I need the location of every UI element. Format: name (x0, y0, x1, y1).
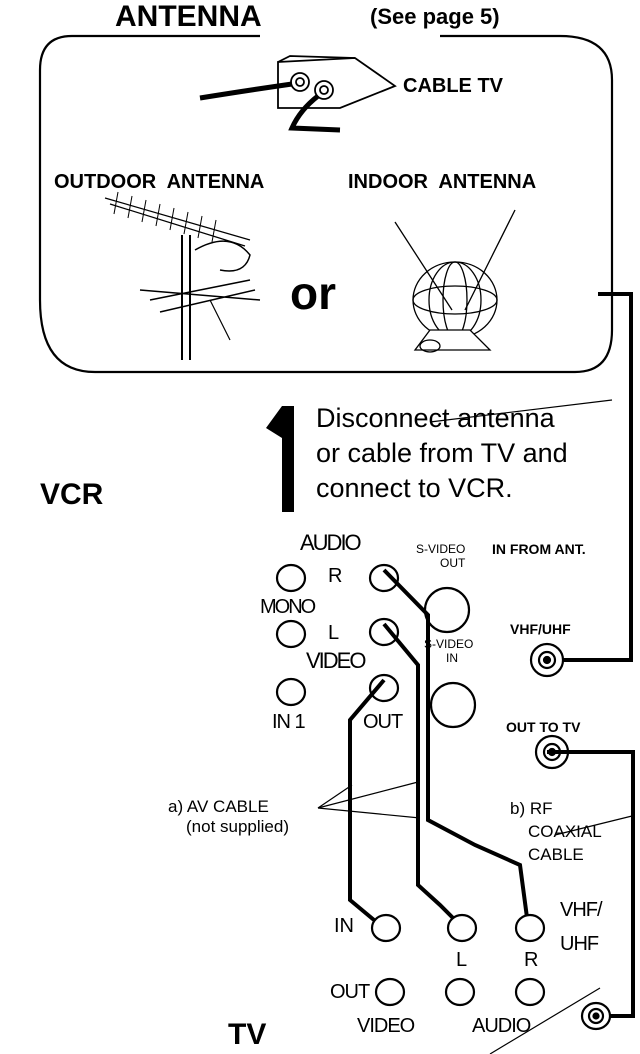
in-from-ant-label: IN FROM ANT. (492, 541, 586, 557)
av-cable-note: (not supplied) (186, 817, 290, 836)
vcr-jacks (275, 563, 570, 770)
indoor-antenna-label: INDOOR ANTENNA (348, 171, 537, 193)
tv-uhf-label: UHF (560, 933, 599, 955)
rf-cable-label-1: b) RF (510, 799, 553, 818)
outdoor-antenna-label: OUTDOOR ANTENNA (54, 171, 265, 193)
svideo-out-sub: OUT (440, 556, 466, 570)
step-line-3: connect to VCR. (316, 473, 513, 503)
tv-leader (489, 987, 601, 1054)
svideo-in-label: S-VIDEO (424, 637, 474, 651)
cable-tv-icon (199, 55, 397, 133)
vcr-mono-label: MONO (260, 596, 316, 618)
or-label: or (290, 267, 336, 319)
page-reference: (See page 5) (370, 4, 500, 29)
tv-jacks (370, 913, 612, 1031)
av-cables (348, 568, 530, 927)
vcr-r-label: R (328, 565, 343, 587)
rf-cable-label-3: CABLE (528, 845, 584, 864)
vcr-video-label: VIDEO (306, 648, 366, 673)
vcr-label: VCR (40, 478, 104, 511)
av-cable-leaders (317, 781, 421, 819)
tv-l-label: L (456, 949, 468, 971)
step-line-1: Disconnect antenna (316, 403, 555, 433)
tv-out-label: OUT (330, 981, 370, 1003)
cable-tv-label: CABLE TV (403, 75, 503, 97)
rf-cable (547, 750, 635, 1018)
outdoor-antenna-icon (104, 191, 261, 360)
vcr-audio-label: AUDIO (300, 530, 362, 555)
antenna-title: ANTENNA (115, 0, 262, 33)
tv-audio-label: AUDIO (472, 1015, 531, 1037)
tv-in-label: IN (334, 915, 354, 937)
av-cable-label: a) AV CABLE (168, 797, 269, 816)
tv-r-label: R (524, 949, 539, 971)
vhf-uhf-label: VHF/UHF (510, 621, 571, 637)
rf-cable-label-2: COAXIAL (528, 822, 602, 841)
step-line-2: or cable from TV and (316, 438, 568, 468)
indoor-antenna-icon (394, 209, 516, 353)
rf-leader (554, 815, 633, 836)
tv-vhf-label: VHF/ (560, 899, 603, 921)
leader-line (429, 399, 613, 423)
tv-label: TV (228, 1018, 267, 1051)
out-to-tv-label: OUT TO TV (506, 719, 581, 735)
svideo-in-sub: IN (446, 651, 458, 665)
vcr-l-label: L (328, 622, 340, 644)
step-number-1 (266, 406, 294, 512)
svideo-out-label: S-VIDEO (416, 542, 466, 556)
antenna-cable (552, 292, 633, 662)
antenna-box (38, 34, 614, 374)
vcr-in1-label: IN 1 (272, 711, 306, 733)
tv-video-label: VIDEO (357, 1015, 415, 1037)
vcr-out-label: OUT (363, 711, 403, 733)
